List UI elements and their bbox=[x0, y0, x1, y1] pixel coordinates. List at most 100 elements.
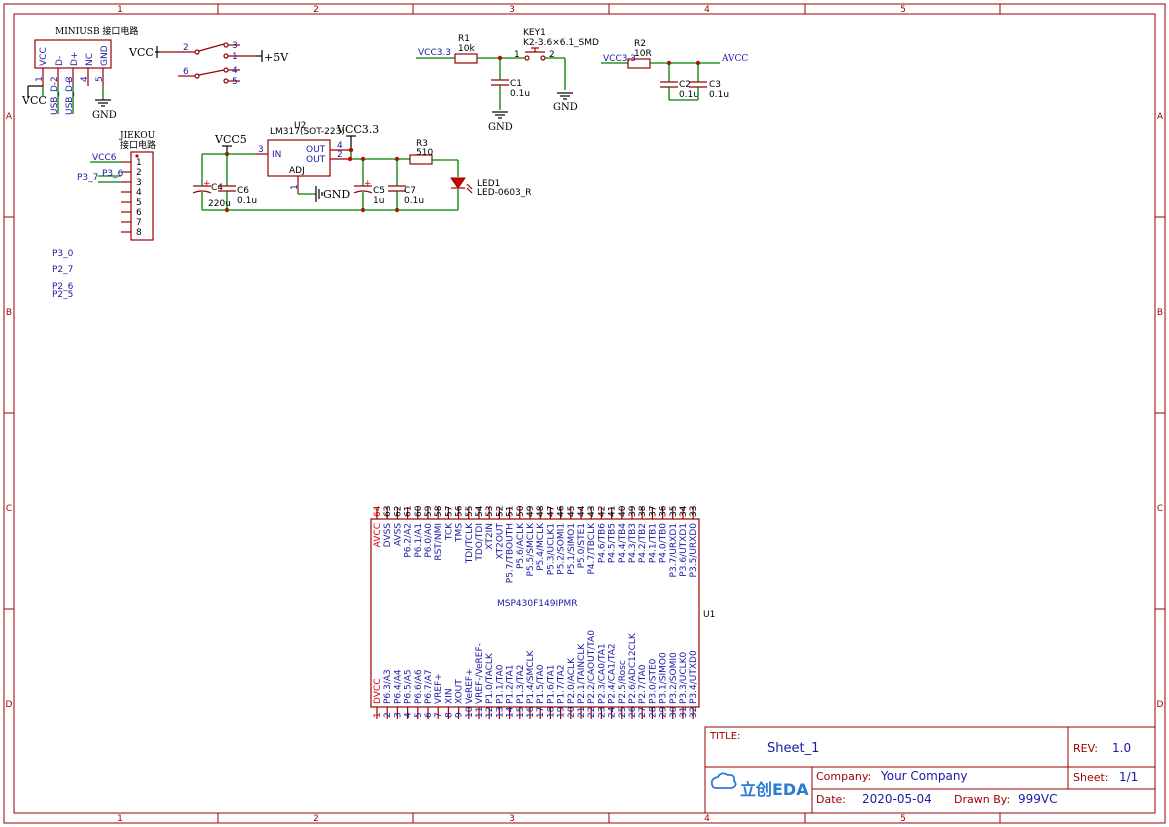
mcu-pin-number: 6 bbox=[424, 712, 434, 718]
mcu-pin-number: 42 bbox=[597, 506, 607, 517]
c1-gnd-label: GND bbox=[488, 122, 513, 133]
row-label: C bbox=[1157, 504, 1163, 514]
row-label: A bbox=[6, 112, 13, 122]
usb-pin-name: D+ bbox=[70, 52, 80, 66]
mcu-body bbox=[370, 518, 700, 708]
u2-adj-label: ADJ bbox=[289, 166, 305, 176]
usb-gnd-symbol bbox=[95, 99, 111, 107]
jiekou-pin: 3 bbox=[136, 178, 142, 188]
key-pin: 1 bbox=[514, 50, 520, 60]
mcu-pin-name: P6.4/A4 bbox=[393, 669, 403, 704]
mcu-pin-name: P2.0/ACLK bbox=[567, 657, 577, 704]
mcu-pin-number: 64 bbox=[373, 505, 383, 517]
u2-out2-label: OUT bbox=[306, 155, 326, 165]
mcu-pin-number: 7 bbox=[434, 712, 444, 718]
company-label: Company: bbox=[816, 770, 871, 783]
mcu-pin-name: P2.4/CA1/TA2 bbox=[608, 643, 618, 704]
u2-gnd-symbol bbox=[315, 186, 323, 202]
easyeda-logo: 立创EDA bbox=[710, 772, 809, 799]
mcu-pin-name: P4.4/TB4 bbox=[618, 523, 628, 563]
power-switch: VCC +5V 2 3 1 6 4 5 bbox=[128, 41, 289, 87]
mcu-pin-name: P4.5/TB5 bbox=[608, 523, 618, 563]
row-label: A bbox=[1157, 112, 1164, 122]
mcu-pin-name: P5.2/SOMI1 bbox=[557, 523, 567, 575]
rev-label: REV: bbox=[1073, 742, 1098, 755]
mcu-pin-number: 27 bbox=[638, 707, 648, 718]
usb-pin-number: 1 bbox=[35, 76, 45, 82]
mcu-pin-name: P5.1/SIMO1 bbox=[567, 523, 577, 575]
c5-plus: + bbox=[364, 179, 372, 189]
mcu-pin-number: 37 bbox=[648, 506, 658, 517]
title-label: TITLE: bbox=[709, 731, 740, 742]
mcu-pin-name: P5.4/MCLK bbox=[536, 522, 546, 571]
mcu-pin-number: 21 bbox=[577, 707, 587, 718]
c4-value: 220u bbox=[208, 199, 231, 209]
mcu-pin-number: 45 bbox=[567, 506, 577, 517]
mcu-pin-name: P1.4/SMCLK bbox=[526, 649, 536, 704]
switch-pin: 1 bbox=[232, 52, 238, 62]
mcu-pin-number: 3 bbox=[393, 712, 403, 718]
net-label: P2_5 bbox=[52, 290, 73, 300]
jiekou-pin: 8 bbox=[136, 228, 142, 238]
mcu-pin-name: P3.4/UTXD0 bbox=[689, 650, 699, 704]
mcu-pin-number: 52 bbox=[495, 506, 505, 517]
mcu-pin-name: P3.0/STE0 bbox=[648, 658, 658, 704]
jiekou-title: JIEKOU bbox=[119, 131, 156, 141]
c1-value: 0.1u bbox=[510, 89, 530, 99]
mcu-pin-number: 2 bbox=[383, 712, 393, 718]
row-label: D bbox=[1157, 700, 1164, 710]
mcu-pin-name: P5.7/TBOUTH bbox=[506, 523, 516, 583]
mcu-pin-name: XOUT bbox=[455, 679, 465, 704]
mcu-pin-number: 19 bbox=[557, 706, 567, 718]
switch-pin: 3 bbox=[232, 41, 238, 51]
mcu-pin: 2 P6.3/A3 bbox=[383, 669, 393, 719]
mcu-pin-number: 51 bbox=[506, 506, 516, 517]
mcu-pin-number: 46 bbox=[557, 505, 567, 517]
mcu-pin-number: 48 bbox=[536, 505, 546, 517]
avcc-filter: VCC3.3 R2 10R AVCC C2 0.1u C3 0.1u bbox=[601, 39, 748, 101]
title-block: TITLE: Sheet_1 REV: 1.0 立创EDA Company: Y… bbox=[704, 726, 1156, 814]
mcu-pin-name: RST/NMI bbox=[434, 523, 444, 561]
u2-out1-label: OUT bbox=[306, 145, 326, 155]
drawn-by-label: Drawn By: bbox=[954, 793, 1010, 806]
mcu-pin-name: P6.7/A7 bbox=[424, 669, 434, 704]
mcu-pin: 3 P6.4/A4 bbox=[393, 669, 403, 719]
mcu-pin-name: VeREF+ bbox=[465, 668, 475, 704]
mcu-pin-name: P6.1/A1 bbox=[414, 523, 424, 558]
mcu-pin-name: P6.0/A0 bbox=[424, 523, 434, 558]
jiekou-pin: 4 bbox=[136, 188, 142, 198]
mcu-pin-number: 20 bbox=[567, 706, 577, 718]
c5-ref: C5 bbox=[373, 186, 385, 196]
mcu-pin-name: XT2OUT bbox=[495, 523, 505, 560]
miniusb-connector: MINIUSB 接口电路 VCC D- D+ NC GND 1 2 3 4 5 … bbox=[21, 25, 138, 121]
col-label: 1 bbox=[117, 814, 123, 824]
r3-value: 510 bbox=[416, 148, 433, 158]
mcu-pin-name: P1.5/TA0 bbox=[536, 664, 546, 704]
mcu-pin-number: 47 bbox=[546, 506, 556, 517]
switch-pin: 2 bbox=[183, 43, 189, 53]
led1-symbol bbox=[450, 177, 473, 194]
avcc-vcc-label: VCC3.3 bbox=[603, 54, 636, 64]
u2-body bbox=[267, 139, 331, 177]
mcu-pin-name: P6.3/A3 bbox=[383, 669, 393, 704]
